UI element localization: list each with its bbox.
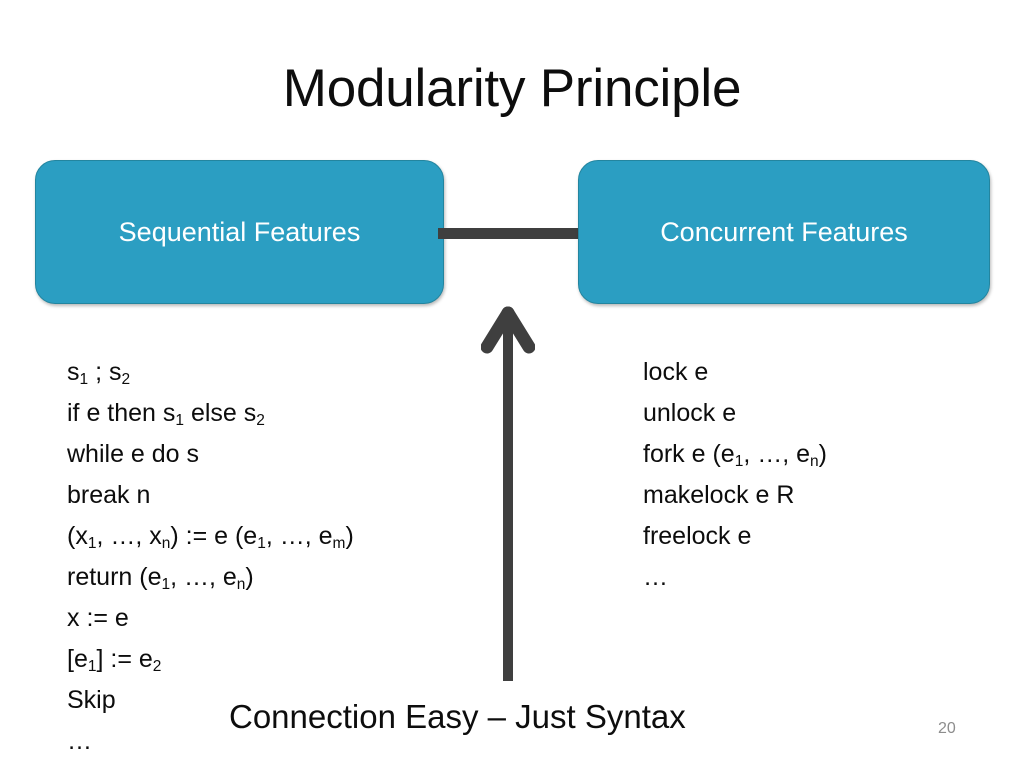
slide-number: 20: [938, 720, 956, 737]
sequential-syntax-line: (x1, …, xn) := e (e1, …, em): [67, 522, 354, 553]
page-title: Modularity Principle: [282, 59, 742, 118]
sequential-features-box[interactable]: Sequential Features: [35, 160, 444, 304]
concurrent-features-box[interactable]: Concurrent Features: [578, 160, 990, 304]
concurrent-syntax-line: freelock e: [643, 522, 752, 550]
sequential-syntax-line: x := e: [67, 604, 129, 632]
boxes-connector-line: [438, 228, 584, 239]
sequential-features-label: Sequential Features: [118, 217, 361, 247]
slide-caption: Connection Easy – Just Syntax: [229, 698, 686, 735]
concurrent-syntax-line: …: [643, 563, 668, 591]
concurrent-syntax-line: fork e (e1, …, en): [643, 440, 827, 471]
sequential-syntax-line: while e do s: [67, 440, 200, 468]
concurrent-features-label: Concurrent Features: [660, 217, 908, 247]
sequential-syntax-line: break n: [67, 481, 151, 509]
sequential-syntax-line: if e then s1 else s2: [67, 399, 265, 430]
concurrent-syntax-line: unlock e: [643, 399, 737, 427]
sequential-syntax-line: s1 ; s2: [67, 358, 131, 389]
sequential-syntax-line: [e1] := e2: [67, 645, 162, 676]
up-arrow-icon: [481, 305, 535, 685]
sequential-syntax-line: return (e1, …, en): [67, 563, 254, 594]
sequential-syntax-list: s1 ; s2 if e then s1 else s2 while e do s b…: [67, 352, 354, 762]
sequential-syntax-line: Skip: [67, 686, 116, 714]
concurrent-syntax-line: lock e: [643, 358, 709, 386]
sequential-syntax-line: …: [67, 727, 92, 755]
concurrent-syntax-line: makelock e R: [643, 481, 795, 509]
concurrent-syntax-list: lock e unlock e fork e (e1, …, en) makelock…: [643, 352, 827, 598]
